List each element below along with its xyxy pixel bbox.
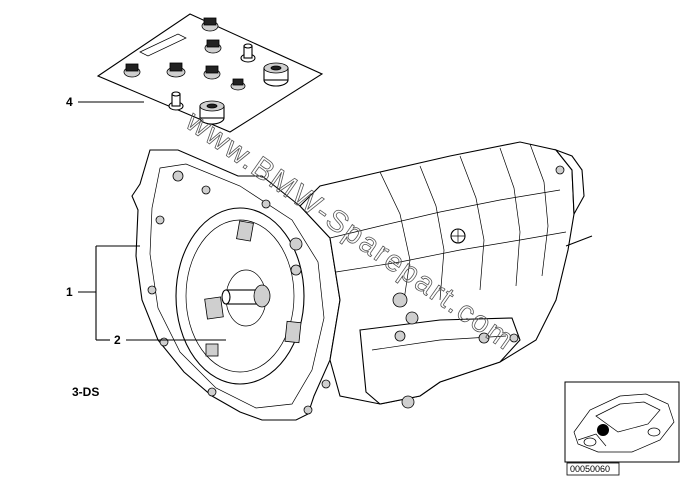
callout-leaders — [78, 101, 226, 341]
plug-kit[interactable] — [96, 13, 324, 133]
transmission-assembly[interactable] — [131, 141, 593, 421]
input-shaft — [221, 284, 271, 308]
callout-2[interactable]: 2 — [114, 333, 121, 347]
location-marker-icon — [597, 424, 609, 436]
thumbnail-code: 00050060 — [570, 464, 610, 474]
callout-1[interactable]: 1 — [66, 285, 73, 299]
car-icon — [573, 393, 675, 453]
output-flange — [554, 148, 585, 216]
kit-parts — [123, 17, 289, 125]
callout-4[interactable]: 4 — [66, 95, 73, 109]
variant-label: 3-DS — [72, 385, 99, 399]
kit-label-strip — [139, 33, 187, 57]
car-location-thumbnail: 00050060 — [564, 381, 680, 476]
